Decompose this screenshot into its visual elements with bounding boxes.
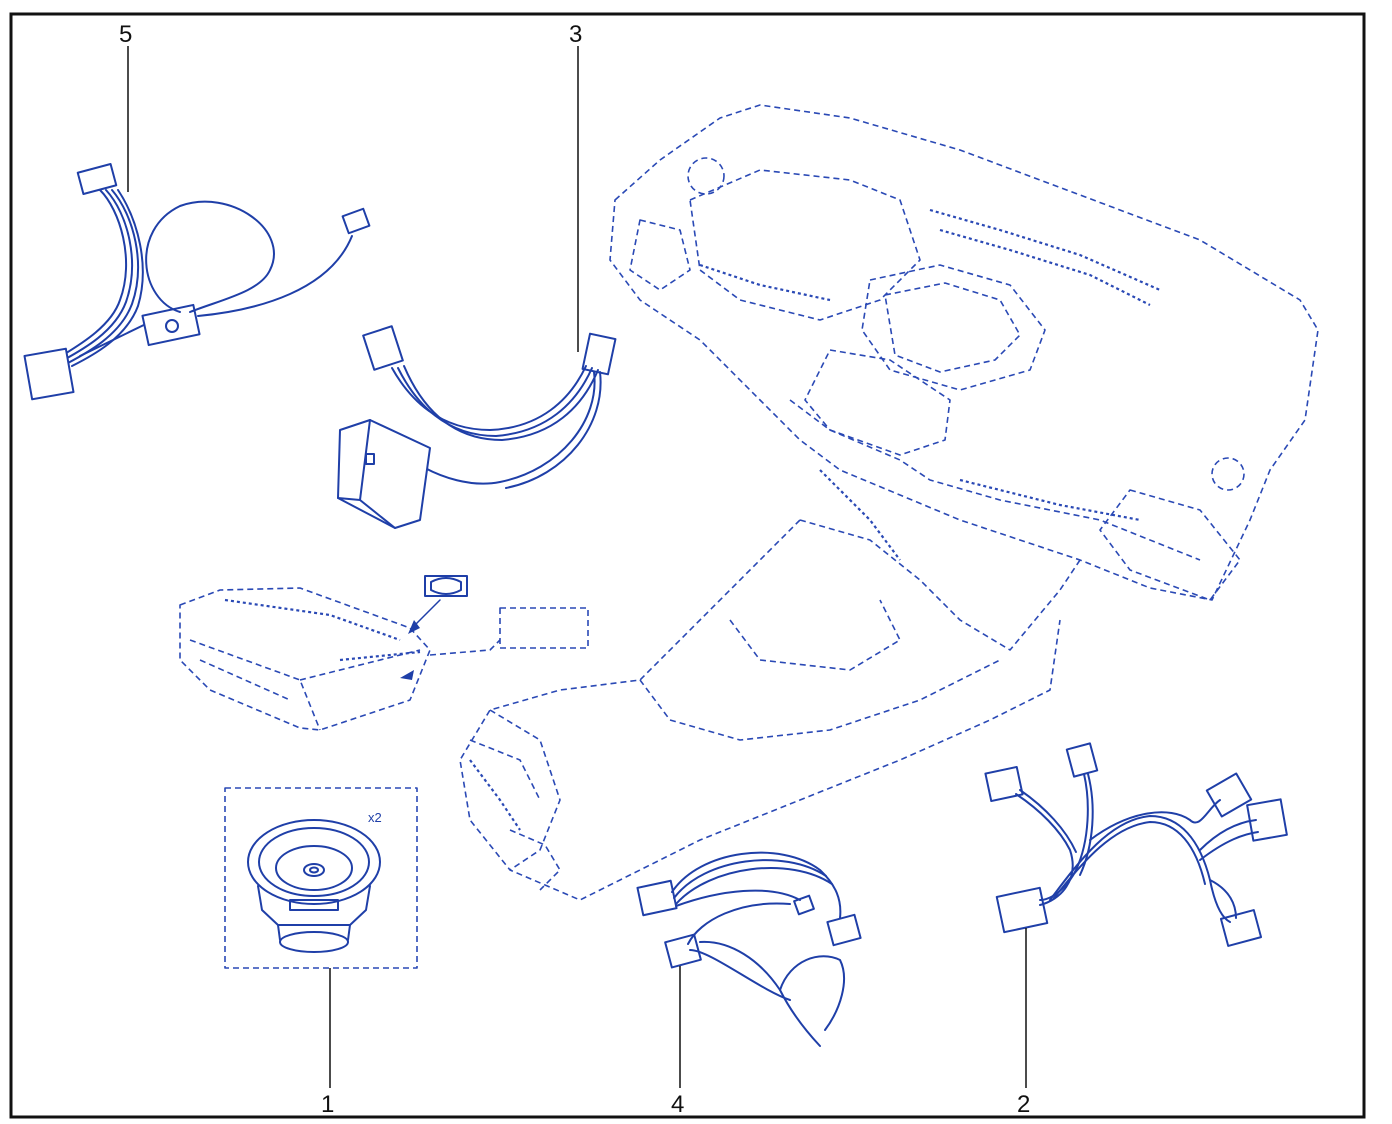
part-3-harness	[337, 325, 617, 529]
part-5-harness	[23, 162, 371, 401]
blank-label-placeholder	[499, 607, 589, 649]
part-1-speaker: x2	[224, 787, 418, 969]
speaker-quantity: x2	[368, 810, 382, 825]
callout-2: 2	[1017, 1091, 1030, 1118]
callout-1: 1	[321, 1091, 334, 1118]
callouts: 5 3 1 4 2	[119, 21, 1030, 1118]
radio-head-unit	[179, 575, 589, 731]
callout-5: 5	[119, 21, 132, 48]
part-4-harness	[636, 851, 862, 1047]
speaker-icon	[247, 819, 381, 905]
part-2-harness	[984, 742, 1288, 947]
dashboard-ghost	[459, 104, 1319, 901]
callout-3: 3	[569, 21, 582, 48]
diagram-frame	[9, 12, 1366, 1119]
callout-4: 4	[671, 1091, 684, 1118]
